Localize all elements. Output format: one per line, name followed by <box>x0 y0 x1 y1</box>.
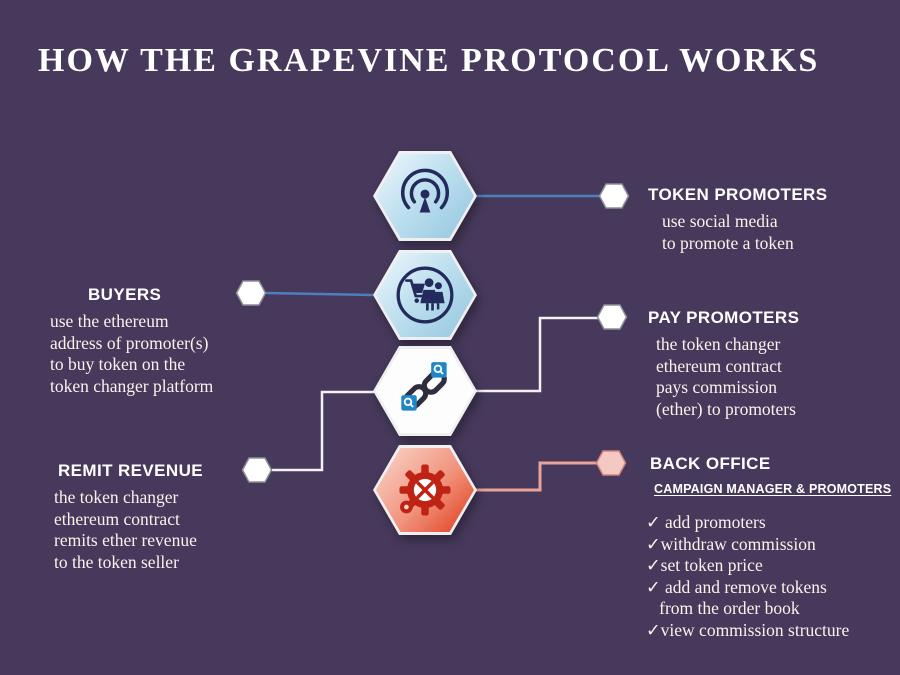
back-office-heading: BACK OFFICE <box>650 454 771 473</box>
gear-tools-icon <box>399 464 451 516</box>
checklist-item: ✓withdraw commission <box>646 533 816 554</box>
label-buyers: BUYERS use the ethereum address of promo… <box>50 285 213 397</box>
node-remit-revenue <box>241 457 273 483</box>
buyers-heading: BUYERS <box>88 285 162 304</box>
connector-buyers <box>265 291 374 297</box>
remit-revenue-heading: REMIT REVENUE <box>58 461 203 480</box>
step-token-promoters-hexagon <box>373 151 477 241</box>
node-pay-promoters <box>596 304 628 330</box>
connector-pay-promoters <box>476 316 598 393</box>
chain-link-search-icon <box>401 362 447 411</box>
node-buyers <box>235 280 267 306</box>
node-token-promoters <box>598 183 630 209</box>
label-remit-revenue: REMIT REVENUE the token changer ethereum… <box>54 461 203 573</box>
buyers-cart-family-icon <box>396 266 454 324</box>
back-office-subheading: CAMPAIGN MANAGER & PROMOTERS <box>654 482 892 496</box>
connector-remit-revenue <box>272 390 374 472</box>
broadcast-icon <box>401 168 449 213</box>
pay-promoters-heading: PAY PROMOTERS <box>648 308 800 327</box>
step-buyers-hexagon <box>373 250 477 340</box>
label-token-promoters: TOKEN PROMOTERS use social media to prom… <box>648 185 827 254</box>
buyers-body: use the ethereum address of promoter(s) … <box>50 311 214 396</box>
connector-back-office <box>476 461 597 492</box>
remit-revenue-body: the token changer ethereum contract remi… <box>54 487 197 572</box>
checklist-item: ✓ add promoters <box>646 512 766 532</box>
back-office-checklist: ✓ add promoters ✓withdraw commission ✓se… <box>646 512 891 641</box>
pay-promoters-body: the token changer ethereum contract pays… <box>656 334 796 419</box>
node-back-office <box>595 450 627 476</box>
label-back-office: BACK OFFICE CAMPAIGN MANAGER & PROMOTERS… <box>646 454 891 641</box>
checklist-item: ✓ add and remove tokens from the order b… <box>646 576 827 619</box>
token-promoters-heading: TOKEN PROMOTERS <box>648 185 828 204</box>
token-promoters-body: use social media to promote a token <box>662 211 794 253</box>
page-title: HOW THE GRAPEVINE PROTOCOL WORKS <box>38 42 820 79</box>
step-back-office-hexagon <box>373 445 477 535</box>
step-pay-promoters-hexagon <box>373 346 477 436</box>
checklist-item: ✓set token price <box>646 555 763 575</box>
checklist-item: ✓view commission structure <box>646 619 850 640</box>
label-pay-promoters: PAY PROMOTERS the token changer ethereum… <box>648 308 799 420</box>
